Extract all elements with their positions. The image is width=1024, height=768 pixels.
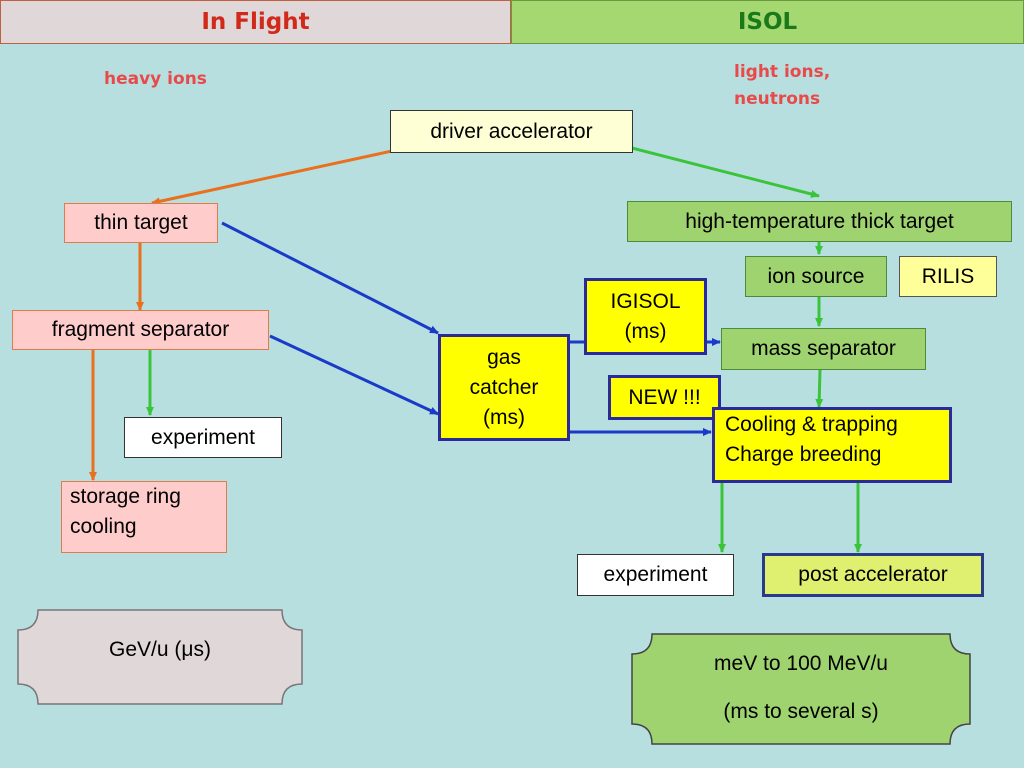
- left-energy-panel-shape: [17, 609, 303, 705]
- in-flight-header: In Flight: [0, 0, 511, 44]
- light-ions-line1: light ions,: [734, 62, 831, 82]
- arrow-driver-to-thin-target: [151, 149, 393, 206]
- light-ions-note: light ions, neutrons: [734, 59, 830, 113]
- post-accelerator-label: post accelerator: [798, 563, 948, 586]
- rilis-box: RILIS: [899, 256, 997, 297]
- experiment-right-label: experiment: [603, 563, 708, 586]
- ion-source-label: ion source: [767, 264, 865, 288]
- driver-accelerator-label: driver accelerator: [430, 119, 593, 143]
- new-badge: NEW !!!: [608, 375, 721, 420]
- isol-header: ISOL: [511, 0, 1024, 44]
- experiment-right-box: experiment: [577, 554, 734, 596]
- heavy-ions-note: heavy ions: [104, 69, 207, 89]
- new-badge-label: NEW !!!: [628, 385, 701, 409]
- igisol-line1: IGISOL: [610, 289, 681, 313]
- thick-target-box: high-temperature thick target: [627, 201, 1012, 242]
- driver-accelerator-box: driver accelerator: [390, 110, 633, 153]
- igisol-box: IGISOL (ms): [584, 278, 707, 355]
- cooling-box: Cooling & trapping Charge breeding: [712, 407, 952, 483]
- thin-target-box: thin target: [64, 203, 218, 243]
- post-accelerator-box: post accelerator: [762, 553, 984, 597]
- experiment-left-label: experiment: [151, 425, 255, 449]
- arrow-mass-separator-to-cooling: [815, 369, 824, 408]
- fragment-separator-label: fragment separator: [51, 318, 230, 341]
- thick-target-label: high-temperature thick target: [685, 209, 954, 233]
- storage-ring-line2: cooling: [70, 515, 137, 538]
- storage-ring-box: storage ring cooling: [61, 481, 227, 553]
- rilis-label: RILIS: [921, 264, 975, 288]
- gas-catcher-line3: (ms): [483, 405, 525, 429]
- cooling-line2: Charge breeding: [725, 443, 882, 466]
- mass-separator-box: mass separator: [721, 328, 926, 370]
- right-energy-panel-shape: [631, 633, 971, 745]
- thin-target-label: thin target: [94, 211, 188, 234]
- storage-ring-line1: storage ring: [70, 485, 181, 508]
- igisol-line2: (ms): [624, 319, 667, 343]
- gas-catcher-line1: gas: [487, 345, 521, 369]
- mass-separator-label: mass separator: [751, 337, 896, 360]
- experiment-left-box: experiment: [124, 417, 282, 458]
- fragment-separator-box: fragment separator: [12, 310, 269, 350]
- right-energy-line2: (ms to several s): [723, 700, 879, 723]
- gas-catcher-box: gas catcher (ms): [438, 334, 570, 441]
- arrow-fragment-separator-to-gas-catcher: [269, 334, 439, 416]
- cooling-line1: Cooling & trapping: [725, 413, 898, 436]
- light-ions-line2: neutrons: [734, 89, 821, 109]
- left-energy-panel-text: GeV/u (μs): [109, 638, 211, 661]
- gas-catcher-line2: catcher: [469, 375, 539, 399]
- right-energy-line1: meV to 100 MeV/u: [714, 652, 888, 675]
- ion-source-box: ion source: [745, 256, 887, 297]
- arrow-thin-target-to-gas-catcher: [221, 221, 439, 335]
- arrow-driver-to-thick-target: [631, 146, 820, 198]
